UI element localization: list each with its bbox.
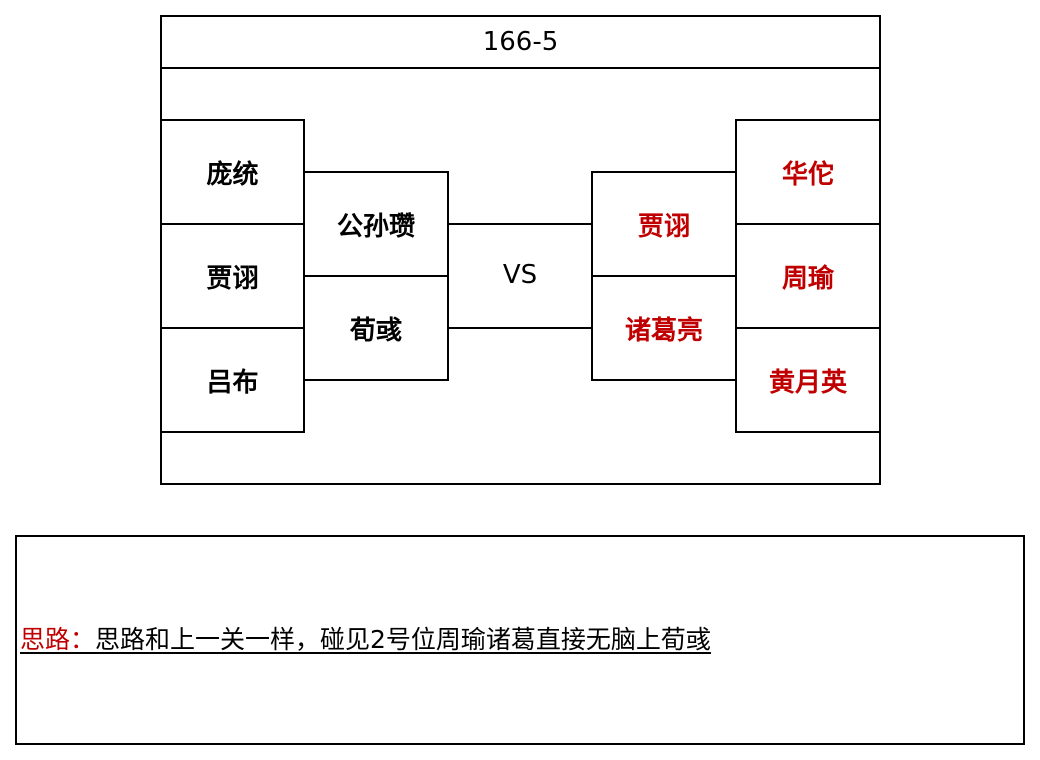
stage-title: 166-5 xyxy=(160,15,881,69)
strategy-note-text: 思路和上一关一样，碰见2号位周瑜诸葛直接无脑上荀彧 xyxy=(95,625,711,654)
right-outer-slot-1: 华佗 xyxy=(735,119,881,225)
left-inner-slot-2: 荀彧 xyxy=(303,275,449,381)
right-outer-slot-3: 黄月英 xyxy=(735,327,881,433)
right-outer-slot-2: 周瑜 xyxy=(735,223,881,329)
strategy-note-box xyxy=(15,535,1025,745)
left-outer-slot-1: 庞统 xyxy=(160,119,305,225)
right-inner-slot-2: 诸葛亮 xyxy=(591,275,737,381)
connector-line-top xyxy=(449,223,593,225)
right-inner-slot-1: 贾诩 xyxy=(591,171,737,277)
left-inner-slot-1: 公孙瓒 xyxy=(303,171,449,277)
strategy-note: 思路：思路和上一关一样，碰见2号位周瑜诸葛直接无脑上荀彧 xyxy=(20,620,711,656)
left-outer-slot-2: 贾诩 xyxy=(160,223,305,329)
strategy-note-label: 思路： xyxy=(20,625,96,654)
vs-label: VS xyxy=(502,260,538,290)
left-outer-slot-3: 吕布 xyxy=(160,327,305,433)
connector-line-bottom xyxy=(449,327,593,329)
